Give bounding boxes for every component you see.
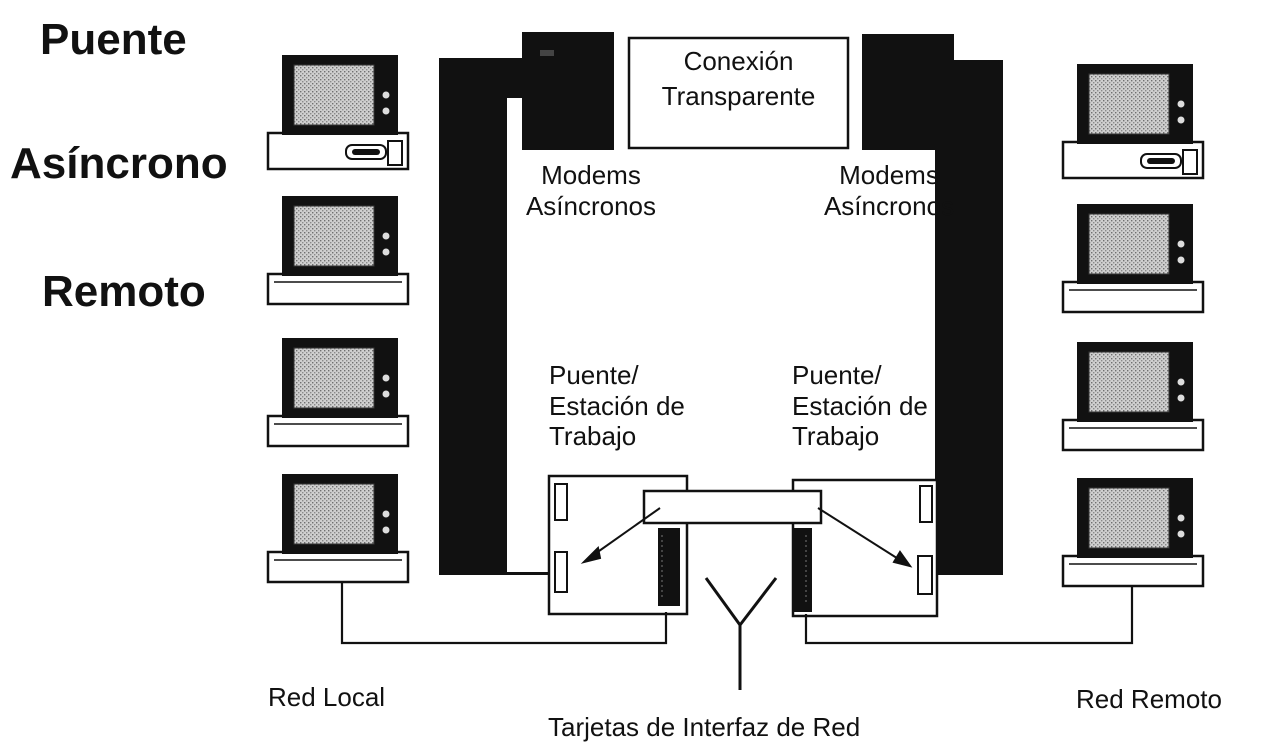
modem-link-left <box>439 58 550 575</box>
nic-arrows <box>580 507 913 568</box>
nic-label: Tarjetas de Interfaz de Red <box>548 712 861 742</box>
workstation-remote-4-icon <box>1061 476 1205 588</box>
workstation-local-3-icon <box>266 336 410 448</box>
bridge-right-line-1: Puente/ <box>792 360 882 390</box>
workstation-local-4-icon <box>266 472 410 584</box>
transparent-connection-box <box>627 36 850 150</box>
title-line-3: Remoto <box>42 267 206 316</box>
remote-network-cable <box>804 586 1134 645</box>
bridge-left-line-3: Trabajo <box>549 421 637 452</box>
modem-left-icon <box>522 32 614 150</box>
transparent-connection-line-1: Conexión <box>683 46 794 76</box>
nic-pointer <box>704 577 778 690</box>
modems-right-label: Modems Asíncronos <box>810 160 968 221</box>
bridge-left-label: Puente/ Estación de Trabajo <box>549 360 685 452</box>
workstation-remote-3-icon <box>1061 340 1205 452</box>
nic-card-icon <box>642 489 823 525</box>
workstation-remote-2-icon <box>1061 202 1205 314</box>
title-line-2: Asíncrono <box>10 139 228 188</box>
bridge-right-icon <box>791 478 939 618</box>
bridge-left-line-1: Puente/ <box>549 360 639 390</box>
modems-left-line-1: Modems <box>541 160 641 190</box>
local-network-label: Red Local <box>268 682 386 712</box>
bridge-right-line-2: Estación de <box>792 390 928 421</box>
remote-network-label: Red Remoto <box>1076 684 1222 714</box>
workstation-local-2-icon <box>266 194 410 306</box>
modem-right-icon <box>862 34 954 150</box>
bridge-right-label: Puente/ Estación de Trabajo <box>792 360 928 452</box>
modems-left-line-2: Asíncronos <box>525 190 657 221</box>
transparent-connection-line-2: Transparente <box>661 81 816 112</box>
bridge-right-line-3: Trabajo <box>792 421 880 452</box>
modems-left-label: Modems Asíncronos <box>516 160 666 221</box>
workstation-remote-1-icon <box>1061 62 1205 180</box>
bridge-left-line-2: Estación de <box>549 390 685 421</box>
workstation-local-1-icon <box>266 53 410 171</box>
title-line-1: Puente <box>40 15 187 64</box>
transparent-connection-label: Conexión Transparente <box>629 44 848 114</box>
local-network-cable <box>340 582 668 645</box>
modems-right-line-2: Asíncronos <box>823 190 955 221</box>
modems-right-line-1: Modems <box>839 160 939 190</box>
